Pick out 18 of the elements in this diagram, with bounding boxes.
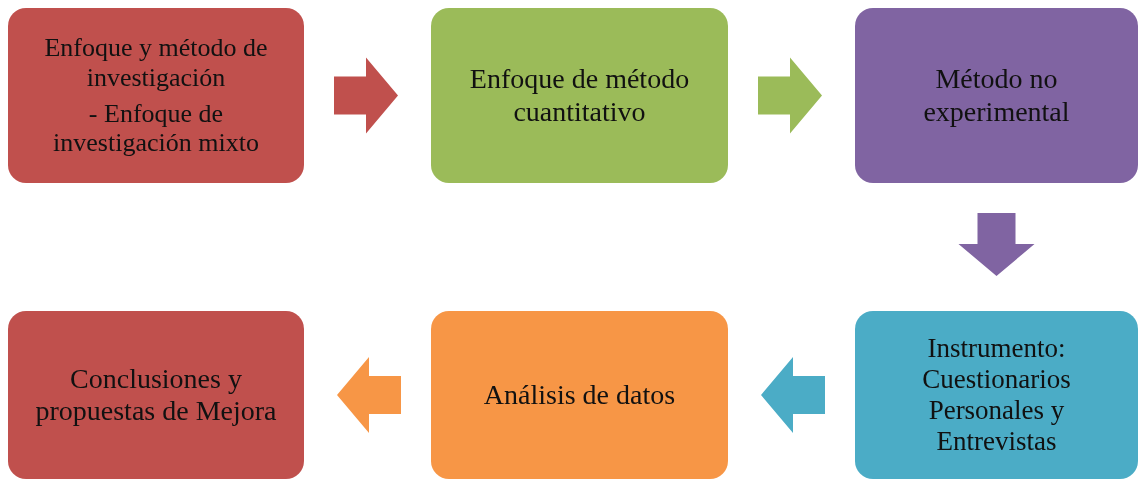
block-arrow (958, 213, 1035, 276)
process-box (855, 8, 1138, 183)
box-text: Método no experimental (922, 63, 1071, 128)
box-text: Conclusiones y propuestas de Mejora (34, 362, 278, 428)
process-box (855, 311, 1138, 479)
block-arrow (334, 57, 398, 134)
process-box (8, 311, 304, 479)
block-arrow (337, 357, 401, 433)
box-text: Enfoque de método cuantitativo (468, 63, 691, 128)
process-box (431, 311, 728, 479)
process-box (431, 8, 728, 183)
block-arrow (761, 357, 825, 433)
box-text: Enfoque y método de investigación (43, 32, 269, 93)
box-text: - Enfoque de investigación mixto (52, 98, 260, 159)
box-text: Instrumento: Cuestionarios Personales y Entrevistas (921, 332, 1072, 458)
block-arrow (758, 57, 822, 134)
box-text: Análisis de datos (483, 378, 676, 412)
process-box (8, 8, 304, 183)
